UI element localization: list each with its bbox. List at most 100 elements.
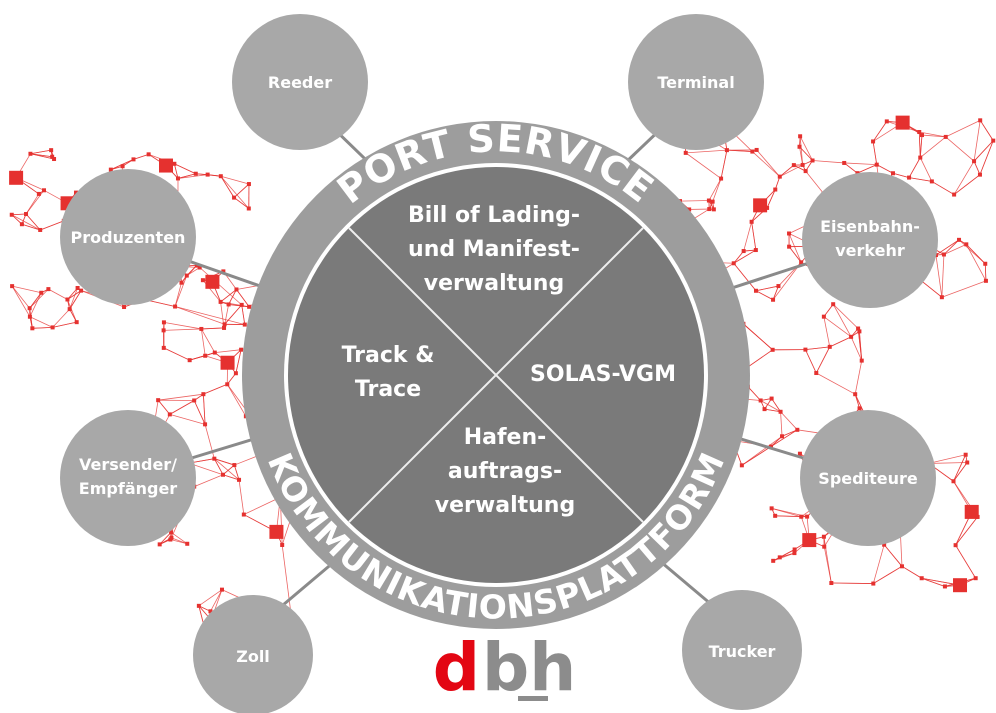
network-node xyxy=(707,207,712,212)
network-link xyxy=(945,136,975,162)
network-link xyxy=(220,175,250,209)
network-node xyxy=(161,345,166,350)
network-node xyxy=(9,170,24,185)
network-link xyxy=(236,289,250,308)
network-link xyxy=(11,213,27,216)
network-node xyxy=(797,144,802,149)
network-node xyxy=(241,512,246,517)
network-link xyxy=(199,267,242,306)
network-link xyxy=(743,249,756,252)
network-link xyxy=(799,136,813,161)
network-node xyxy=(719,176,724,181)
network-node xyxy=(773,187,778,192)
network-node xyxy=(795,427,800,432)
network-node xyxy=(175,176,180,181)
network-link xyxy=(685,149,727,154)
network-node xyxy=(187,358,192,363)
network-link xyxy=(177,174,208,179)
node-label-eisenbahnverkehr-2: verkehr xyxy=(835,241,905,260)
network-link xyxy=(708,178,722,201)
network-link xyxy=(233,464,240,480)
network-node xyxy=(953,543,958,548)
network-node xyxy=(983,261,988,266)
network-link xyxy=(223,304,230,329)
network-node xyxy=(919,133,924,138)
network-link xyxy=(32,327,53,329)
network-node xyxy=(952,192,957,197)
network-node xyxy=(963,452,968,457)
network-link xyxy=(169,400,195,415)
network-node xyxy=(857,329,862,334)
network-node xyxy=(185,541,190,546)
network-node xyxy=(871,581,876,586)
network-link xyxy=(799,146,804,166)
network-node xyxy=(762,407,767,412)
network-link xyxy=(823,536,832,584)
network-node xyxy=(787,244,792,249)
network-node xyxy=(38,227,43,232)
network-link xyxy=(892,172,910,178)
network-node xyxy=(842,160,847,165)
node-label-spediteure: Spediteure xyxy=(818,469,918,488)
network-link xyxy=(876,164,894,174)
network-link xyxy=(25,190,45,215)
network-node xyxy=(269,524,284,539)
network-link xyxy=(222,474,240,481)
network-link xyxy=(780,411,798,431)
network-link xyxy=(52,308,70,328)
network-node xyxy=(212,350,217,355)
network-link xyxy=(680,200,709,202)
network-link xyxy=(755,290,774,301)
network-node xyxy=(19,222,24,227)
network-node xyxy=(225,382,230,387)
network-node xyxy=(749,219,754,224)
network-node xyxy=(753,288,758,293)
network-node xyxy=(769,506,774,511)
network-link xyxy=(918,131,921,158)
quadrant-top-text: Bill of Lading- und Manifest- verwaltung xyxy=(408,203,580,296)
network-link xyxy=(201,328,216,353)
network-node xyxy=(821,314,826,319)
network-node xyxy=(39,290,44,295)
network-link xyxy=(29,292,42,317)
quadrant-right-line-1: SOLAS-VGM xyxy=(530,362,676,387)
network-node xyxy=(146,152,151,157)
network-node xyxy=(965,460,970,465)
node-trucker: Trucker xyxy=(682,590,802,710)
network-node xyxy=(67,307,72,312)
network-link xyxy=(771,398,781,413)
network-node xyxy=(196,603,201,608)
network-link xyxy=(973,120,981,162)
quadrant-left-line-2: Trace xyxy=(355,377,421,402)
network-link xyxy=(235,349,242,374)
node-label-eisenbahnverkehr-1: Eisenbahn- xyxy=(820,217,920,236)
network-link xyxy=(29,292,42,309)
network-link xyxy=(756,149,781,177)
network-node xyxy=(918,155,923,160)
network-link xyxy=(194,474,224,487)
network-link xyxy=(844,162,877,166)
network-node xyxy=(683,150,688,155)
network-node xyxy=(192,398,197,403)
network-link xyxy=(170,539,188,545)
network-link xyxy=(220,289,237,303)
network-link xyxy=(11,285,31,317)
network-node xyxy=(246,182,251,187)
network-node xyxy=(169,535,174,540)
network-link xyxy=(928,454,966,464)
network-link xyxy=(163,347,190,361)
network-node xyxy=(805,514,810,519)
network-node xyxy=(799,514,804,519)
network-link xyxy=(733,249,757,264)
network-node xyxy=(827,344,832,349)
node-label-versender-1: Versender/ xyxy=(79,455,177,474)
network-link xyxy=(203,383,228,395)
network-link xyxy=(743,221,753,252)
network-node xyxy=(167,412,172,417)
network-node xyxy=(234,287,239,292)
network-node xyxy=(79,288,84,293)
network-link xyxy=(919,131,946,138)
network-node xyxy=(750,149,755,154)
network-node xyxy=(131,157,136,162)
network-node xyxy=(221,269,226,274)
